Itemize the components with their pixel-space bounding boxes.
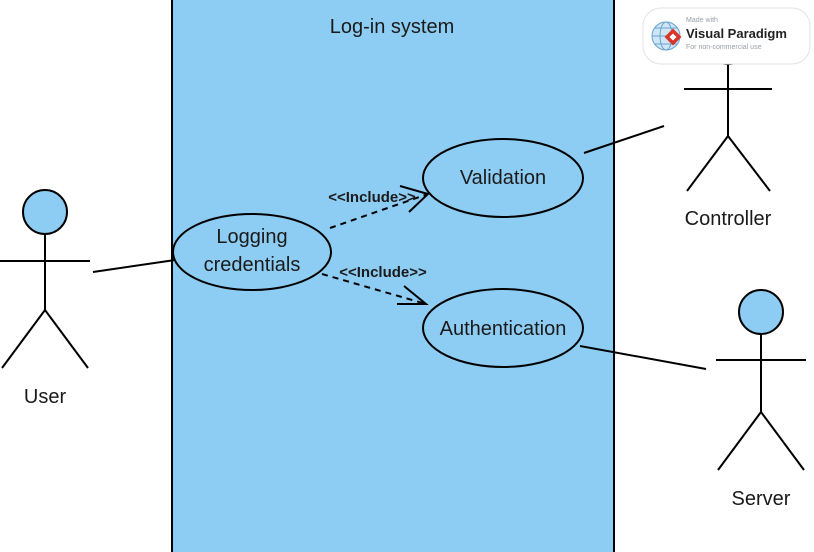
use-case-logging[interactable]: Logging credentials: [172, 213, 332, 291]
use-case-authentication[interactable]: Authentication: [422, 288, 584, 368]
actor-server[interactable]: [716, 289, 806, 471]
include-arrowhead-authentication: [397, 285, 429, 305]
use-case-validation[interactable]: Validation: [422, 138, 584, 218]
use-case-authentication-label: Authentication: [440, 318, 567, 340]
actor-server-leg-right: [760, 411, 805, 471]
association-server-authentication: [579, 345, 707, 370]
actor-user[interactable]: [0, 189, 90, 369]
watermark-line3: For non-commercial use: [686, 44, 762, 51]
use-case-validation-ellipse: [422, 138, 584, 218]
include-line-authentication: [321, 273, 427, 305]
watermark-badge: [642, 7, 811, 65]
association-controller-validation: [583, 125, 665, 154]
use-case-logging-line2: credentials: [204, 254, 301, 276]
actor-server-head: [738, 289, 784, 335]
actor-user-head: [22, 189, 68, 235]
use-case-logging-ellipse: [172, 213, 332, 291]
actor-user-leg-left: [1, 309, 46, 369]
include-arrowhead-validation: [399, 185, 430, 213]
include-relations: <<Include>> <<Include>>: [321, 185, 430, 305]
use-case-logging-line1: Logging: [216, 226, 287, 248]
associations: [92, 125, 707, 370]
watermark-line2: Visual Paradigm: [686, 26, 787, 41]
diamond-logo-icon: [664, 28, 682, 46]
actor-controller-leg-left: [686, 135, 729, 192]
visual-paradigm-watermark: Made with Visual Paradigm For non-commer…: [642, 7, 811, 65]
system-title: Log-in system: [330, 16, 455, 38]
actor-controller-leg-right: [727, 135, 771, 192]
use-case-validation-label: Validation: [460, 167, 546, 189]
include-label-authentication: <<Include>>: [339, 264, 427, 281]
actor-server-leg-left: [717, 411, 762, 471]
actor-user-label: User: [24, 386, 67, 408]
actor-user-leg-right: [44, 309, 89, 369]
include-label-validation: <<Include>>: [328, 189, 416, 206]
association-user-logging: [92, 259, 176, 273]
actor-server-label: Server: [732, 488, 791, 510]
actor-controller-label: Controller: [685, 208, 772, 230]
use-case-authentication-ellipse: [422, 288, 584, 368]
watermark-line1: Made with: [686, 17, 718, 24]
